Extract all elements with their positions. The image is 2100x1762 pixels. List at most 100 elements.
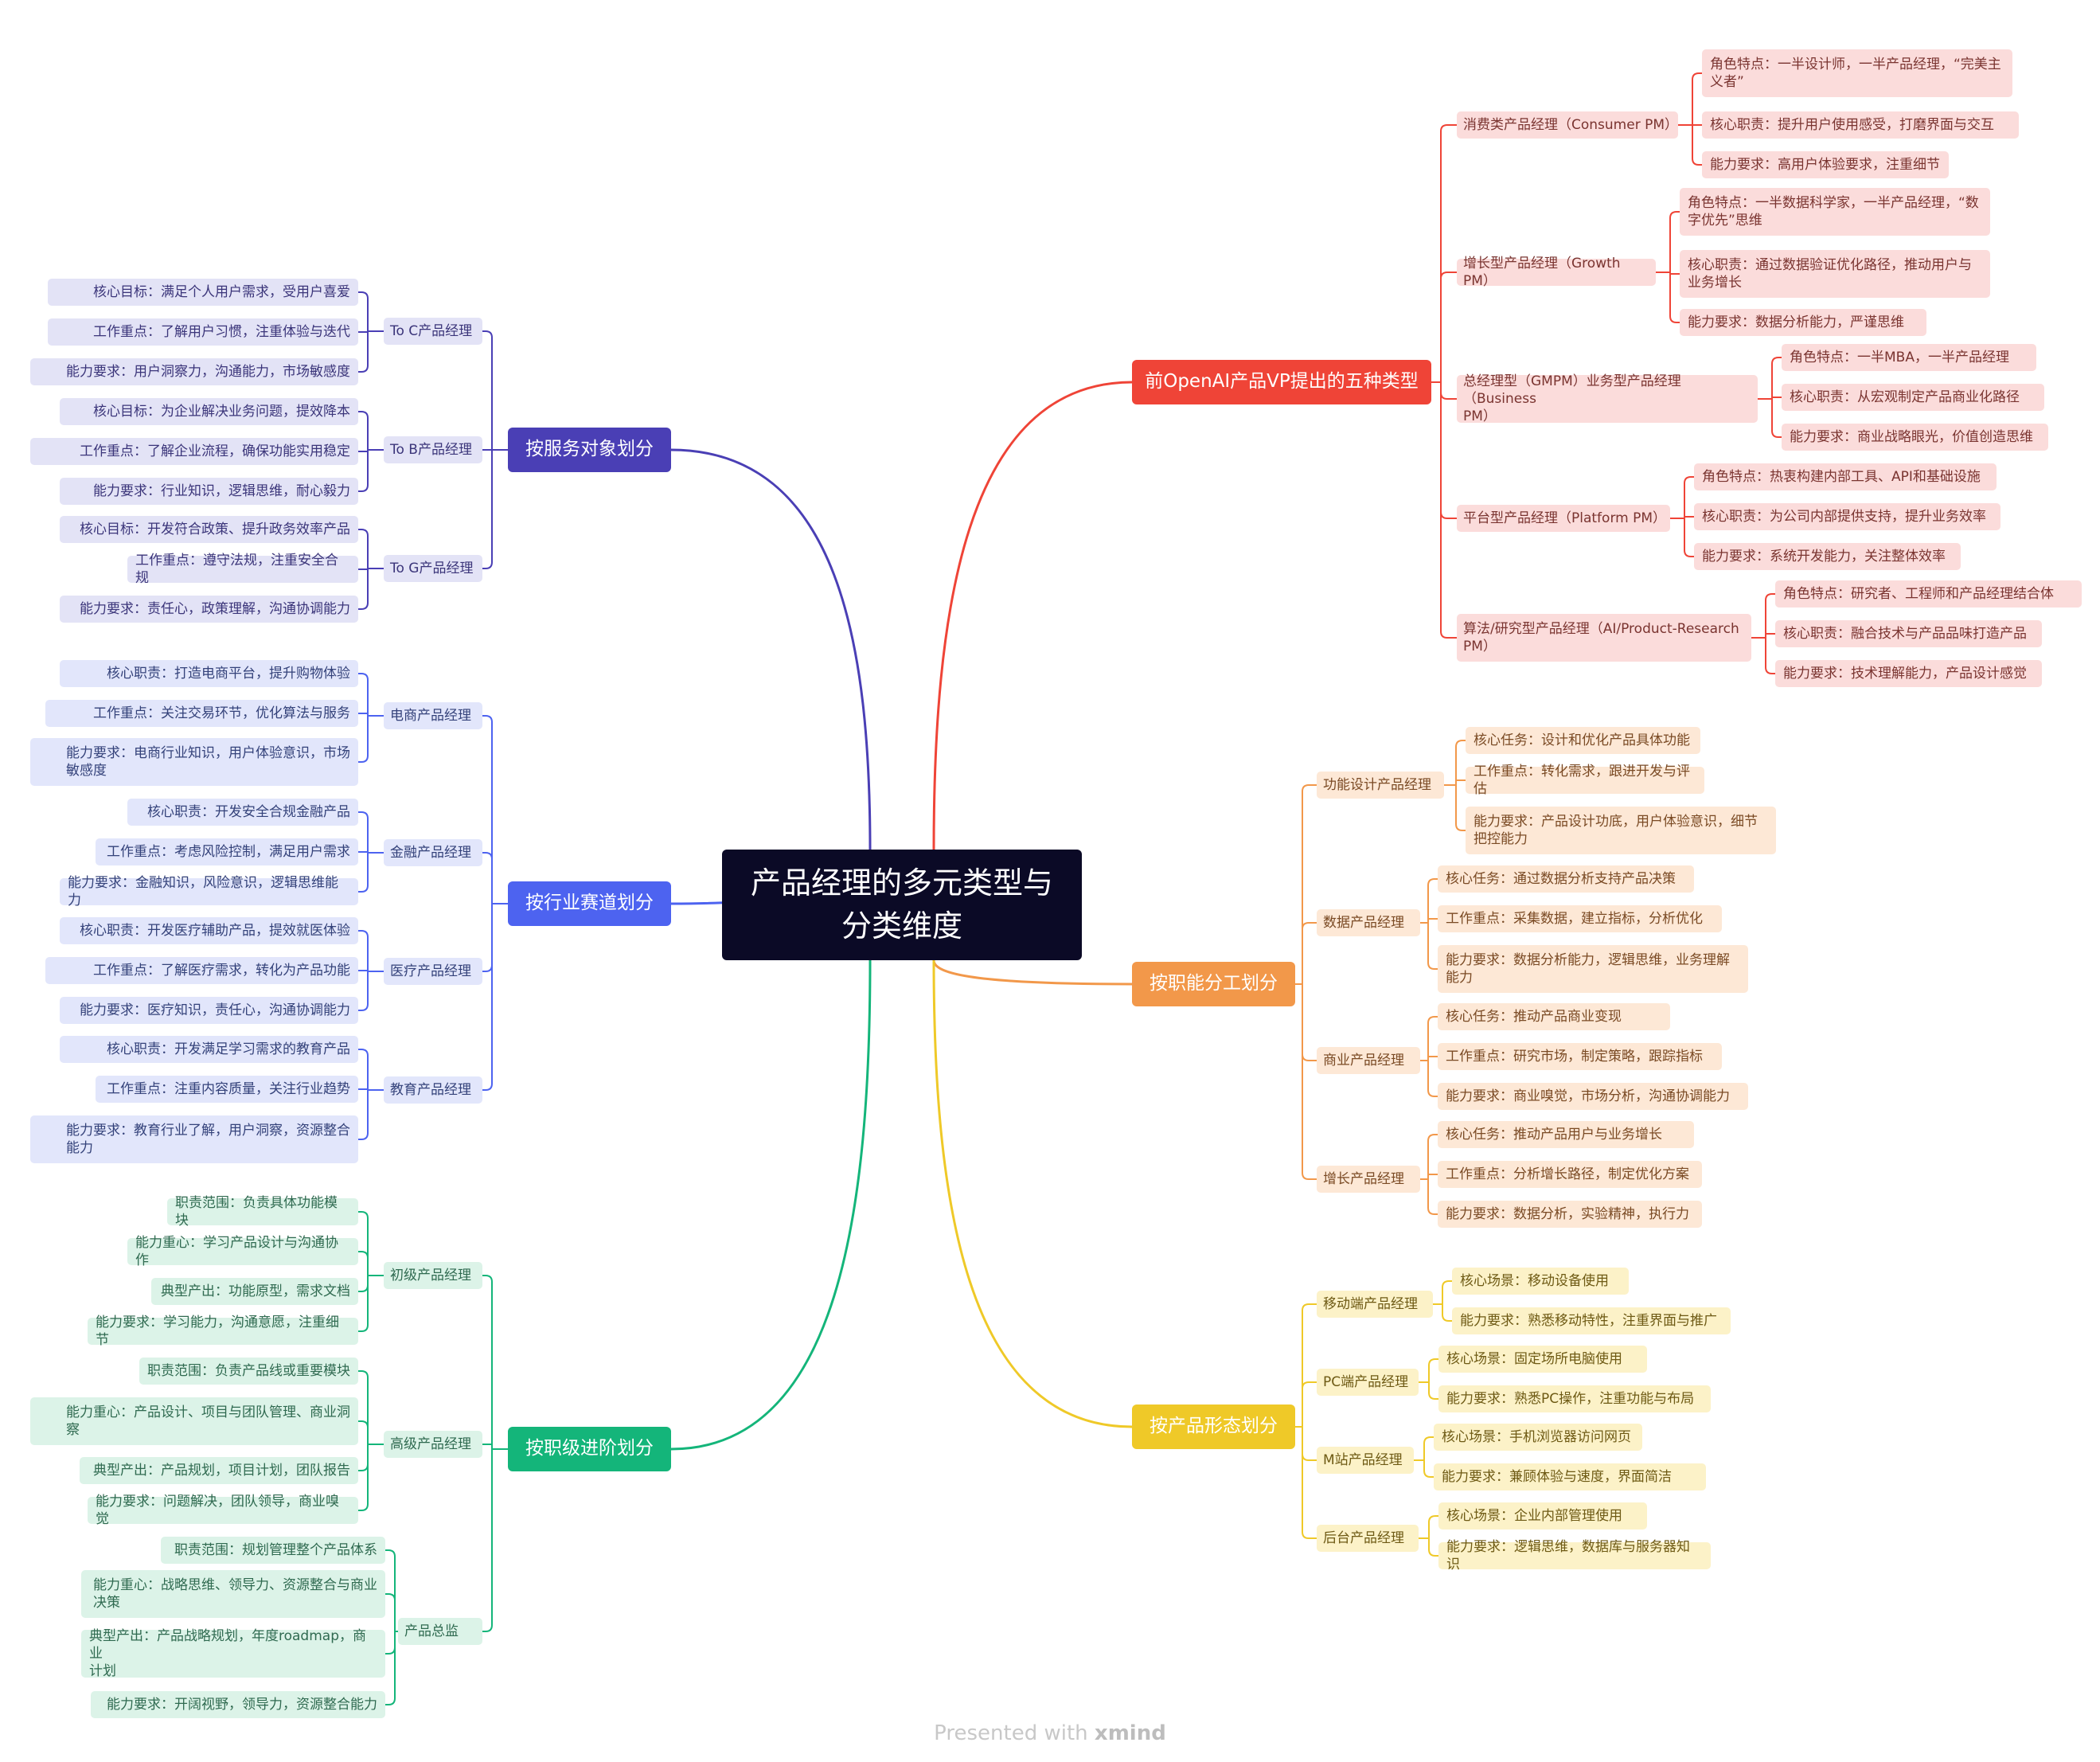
leaf-topic[interactable]: 核心职责：为公司内部提供支持，提升业务效率 [1694,503,2000,530]
leaf-topic[interactable]: 能力重心：学习产品设计与沟通协作 [127,1235,358,1268]
leaf-topic[interactable]: 工作重点：考虑风险控制，满足用户需求 [96,838,358,865]
leaf-topic[interactable]: 能力要求：高用户体验要求，注重细节 [1702,151,1949,178]
leaf-topic[interactable]: 工作重点：关注交易环节，优化算法与服务 [45,700,358,727]
leaf-topic[interactable]: 能力重心：战略思维、领导力、资源整合与商业 决策 [81,1570,385,1618]
leaf-topic[interactable]: 核心职责：融合技术与产品品味打造产品 [1775,620,2042,647]
leaf-topic[interactable]: 核心任务：设计和优化产品具体功能 [1466,727,1700,754]
leaf-topic[interactable]: 核心职责：从宏观制定产品商业化路径 [1782,384,2044,411]
leaf-topic[interactable]: 核心目标：开发符合政策、提升政务效率产品 [60,516,358,543]
leaf-topic[interactable]: 工作重点：分析增长路径，制定优化方案 [1438,1161,1702,1188]
leaf-topic[interactable]: 核心场景：手机浏览器访问网页 [1434,1424,1642,1451]
leaf-topic[interactable]: 能力要求：产品设计功底，用户体验意识，细节 把控能力 [1466,807,1776,854]
sub-topic[interactable]: 算法/研究型产品经理（AI/Product-Research PM） [1457,614,1751,662]
sub-topic[interactable]: 电商产品经理 [384,702,482,729]
leaf-topic[interactable]: 工作重点：了解医疗需求，转化为产品功能 [45,957,358,984]
sub-topic[interactable]: 高级产品经理 [384,1431,482,1458]
leaf-topic[interactable]: 能力要求：兼顾体验与速度，界面简洁 [1434,1463,1706,1490]
leaf-topic[interactable]: 能力要求：系统开发能力，关注整体效率 [1694,543,1961,570]
leaf-topic[interactable]: 能力要求：数据分析能力，严谨思维 [1680,309,1926,336]
central-topic[interactable]: 产品经理的多元类型与分类维度 [722,850,1082,960]
leaf-topic[interactable]: 典型产出：产品规划，项目计划，团队报告 [80,1457,358,1484]
sub-topic[interactable]: 数据产品经理 [1317,909,1420,936]
leaf-topic[interactable]: 核心职责：打造电商平台，提升购物体验 [60,660,358,687]
sub-topic[interactable]: 增长型产品经理（Growth PM） [1457,256,1656,289]
leaf-topic[interactable]: 能力要求：用户洞察力，沟通能力，市场敏感度 [30,358,358,385]
sub-topic[interactable]: 产品总监 [398,1618,482,1645]
leaf-topic[interactable]: 能力要求：熟悉PC操作，注重功能与布局 [1438,1385,1711,1412]
leaf-topic[interactable]: 核心任务：推动产品商业变现 [1438,1003,1670,1030]
leaf-topic[interactable]: 角色特点：一半设计师，一半产品经理，“完美主 义者” [1702,49,2012,97]
leaf-topic[interactable]: 能力要求：金融知识，风险意识，逻辑思维能力 [60,875,358,908]
leaf-topic[interactable]: 能力要求：教育行业了解，用户洞察，资源整合 能力 [30,1115,358,1163]
leaf-topic[interactable]: 能力要求：数据分析，实验精神，执行力 [1438,1201,1702,1228]
branch-topic[interactable]: 按行业赛道划分 [508,881,671,926]
branch-topic[interactable]: 按服务对象划分 [508,428,671,472]
leaf-topic[interactable]: 能力要求：商业嗅觉，市场分析，沟通协调能力 [1438,1083,1748,1110]
leaf-topic[interactable]: 能力要求：问题解决，团队领导，商业嗅觉 [88,1494,358,1527]
leaf-topic[interactable]: 核心场景：固定场所电脑使用 [1438,1346,1647,1373]
sub-topic[interactable]: 增长产品经理 [1317,1166,1420,1193]
sub-topic[interactable]: 医疗产品经理 [384,958,482,985]
sub-topic[interactable]: To C产品经理 [384,318,482,345]
sub-topic[interactable]: 初级产品经理 [384,1262,482,1289]
sub-topic[interactable]: To G产品经理 [384,555,482,582]
leaf-topic[interactable]: 能力要求：责任心，政策理解，沟通协调能力 [60,596,358,623]
sub-topic[interactable]: 教育产品经理 [384,1076,482,1104]
leaf-connector [1684,476,1694,484]
sub-topic[interactable]: 后台产品经理 [1317,1525,1419,1552]
sub-topic[interactable]: M站产品经理 [1317,1447,1414,1474]
leaf-topic[interactable]: 工作重点：了解企业流程，确保功能实用稳定 [30,438,358,465]
leaf-topic[interactable]: 核心目标：为企业解决业务问题，提效降本 [60,398,358,425]
sub-topic[interactable]: 移动端产品经理 [1317,1291,1433,1318]
leaf-topic[interactable]: 典型产出：产品战略规划，年度roadmap，商业 计划 [81,1628,385,1679]
leaf-topic[interactable]: 角色特点：研究者、工程师和产品经理结合体 [1775,580,2082,608]
leaf-topic[interactable]: 能力要求：行业知识，逻辑思维，耐心毅力 [60,478,358,505]
leaf-topic[interactable]: 能力要求：熟悉移动特性，注重界面与推广 [1452,1307,1731,1334]
leaf-topic[interactable]: 核心职责：开发医疗辅助产品，提效就医体验 [60,917,358,944]
sub-topic[interactable]: To B产品经理 [384,436,482,463]
sub-topic[interactable]: 平台型产品经理（Platform PM） [1457,505,1670,532]
sub-connector [1302,1053,1317,1061]
leaf-topic[interactable]: 能力要求：技术理解能力，产品设计感觉 [1775,660,2042,687]
leaf-topic[interactable]: 工作重点：采集数据，建立指标，分析优化 [1438,905,1722,932]
leaf-topic[interactable]: 能力要求：数据分析能力，逻辑思维，业务理解 能力 [1438,945,1748,993]
sub-topic[interactable]: 商业产品经理 [1317,1047,1420,1074]
branch-topic[interactable]: 前OpenAI产品VP提出的五种类型 [1132,360,1431,404]
leaf-topic[interactable]: 角色特点：热衷构建内部工具、API和基础设施 [1694,463,1997,490]
leaf-topic[interactable]: 核心职责：开发满足学习需求的教育产品 [60,1036,358,1063]
leaf-topic[interactable]: 核心场景：移动设备使用 [1452,1268,1629,1295]
leaf-topic[interactable]: 职责范围：负责具体功能模块 [167,1195,358,1229]
leaf-topic[interactable]: 角色特点：一半MBA，一半产品经理 [1782,344,2036,371]
leaf-topic[interactable]: 角色特点：一半数据科学家，一半产品经理，“数 字优先”思维 [1680,188,1990,236]
leaf-topic[interactable]: 能力重心：产品设计、项目与团队管理、商业洞 察 [30,1397,358,1445]
branch-topic[interactable]: 按职级进阶划分 [508,1427,671,1471]
branch-topic[interactable]: 按职能分工划分 [1132,962,1295,1006]
leaf-topic[interactable]: 核心职责：提升用户使用感受，打磨界面与交互 [1702,111,2019,139]
leaf-topic[interactable]: 核心目标：满足个人用户需求，受用户喜爱 [48,279,358,306]
leaf-topic[interactable]: 能力要求：逻辑思维，数据库与服务器知识 [1438,1539,1711,1573]
sub-topic[interactable]: 消费类产品经理（Consumer PM） [1457,111,1678,139]
leaf-topic[interactable]: 核心职责：通过数据验证优化路径，推动用户与 业务增长 [1680,250,1990,298]
leaf-topic[interactable]: 能力要求：学习能力，沟通意愿，注重细节 [88,1315,358,1348]
leaf-topic[interactable]: 核心职责：开发安全合规金融产品 [127,799,358,826]
leaf-topic[interactable]: 典型产出：功能原型，需求文档 [151,1278,358,1305]
branch-topic[interactable]: 按产品形态划分 [1132,1405,1295,1449]
leaf-topic[interactable]: 核心场景：企业内部管理使用 [1438,1502,1647,1530]
sub-topic[interactable]: 总经理型（GMPM）业务型产品经理（Business PM） [1457,373,1758,424]
leaf-topic[interactable]: 核心任务：推动产品用户与业务增长 [1438,1121,1694,1148]
leaf-topic[interactable]: 工作重点：了解用户习惯，注重体验与迭代 [48,318,358,346]
leaf-topic[interactable]: 工作重点：研究市场，制定策略，跟踪指标 [1438,1043,1722,1070]
leaf-topic[interactable]: 能力要求：电商行业知识，用户体验意识，市场 敏感度 [30,738,358,786]
leaf-topic[interactable]: 职责范围：规划管理整个产品体系 [161,1537,385,1564]
leaf-topic[interactable]: 工作重点：转化需求，跟进开发与评估 [1466,764,1704,797]
leaf-topic[interactable]: 职责范围：负责产品线或重要模块 [139,1358,358,1385]
leaf-topic[interactable]: 工作重点：注重内容质量，关注行业趋势 [96,1076,358,1103]
leaf-topic[interactable]: 能力要求：商业战略眼光，价值创造思维 [1782,424,2048,451]
sub-topic[interactable]: PC端产品经理 [1317,1369,1419,1396]
leaf-topic[interactable]: 核心任务：通过数据分析支持产品决策 [1438,865,1694,893]
leaf-topic[interactable]: 能力要求：开阔视野，领导力，资源整合能力 [91,1691,385,1718]
sub-topic[interactable]: 金融产品经理 [384,839,482,866]
leaf-topic[interactable]: 能力要求：医疗知识，责任心，沟通协调能力 [60,997,358,1024]
sub-topic[interactable]: 功能设计产品经理 [1317,772,1444,799]
leaf-topic[interactable]: 工作重点：遵守法规，注重安全合规 [127,553,358,586]
